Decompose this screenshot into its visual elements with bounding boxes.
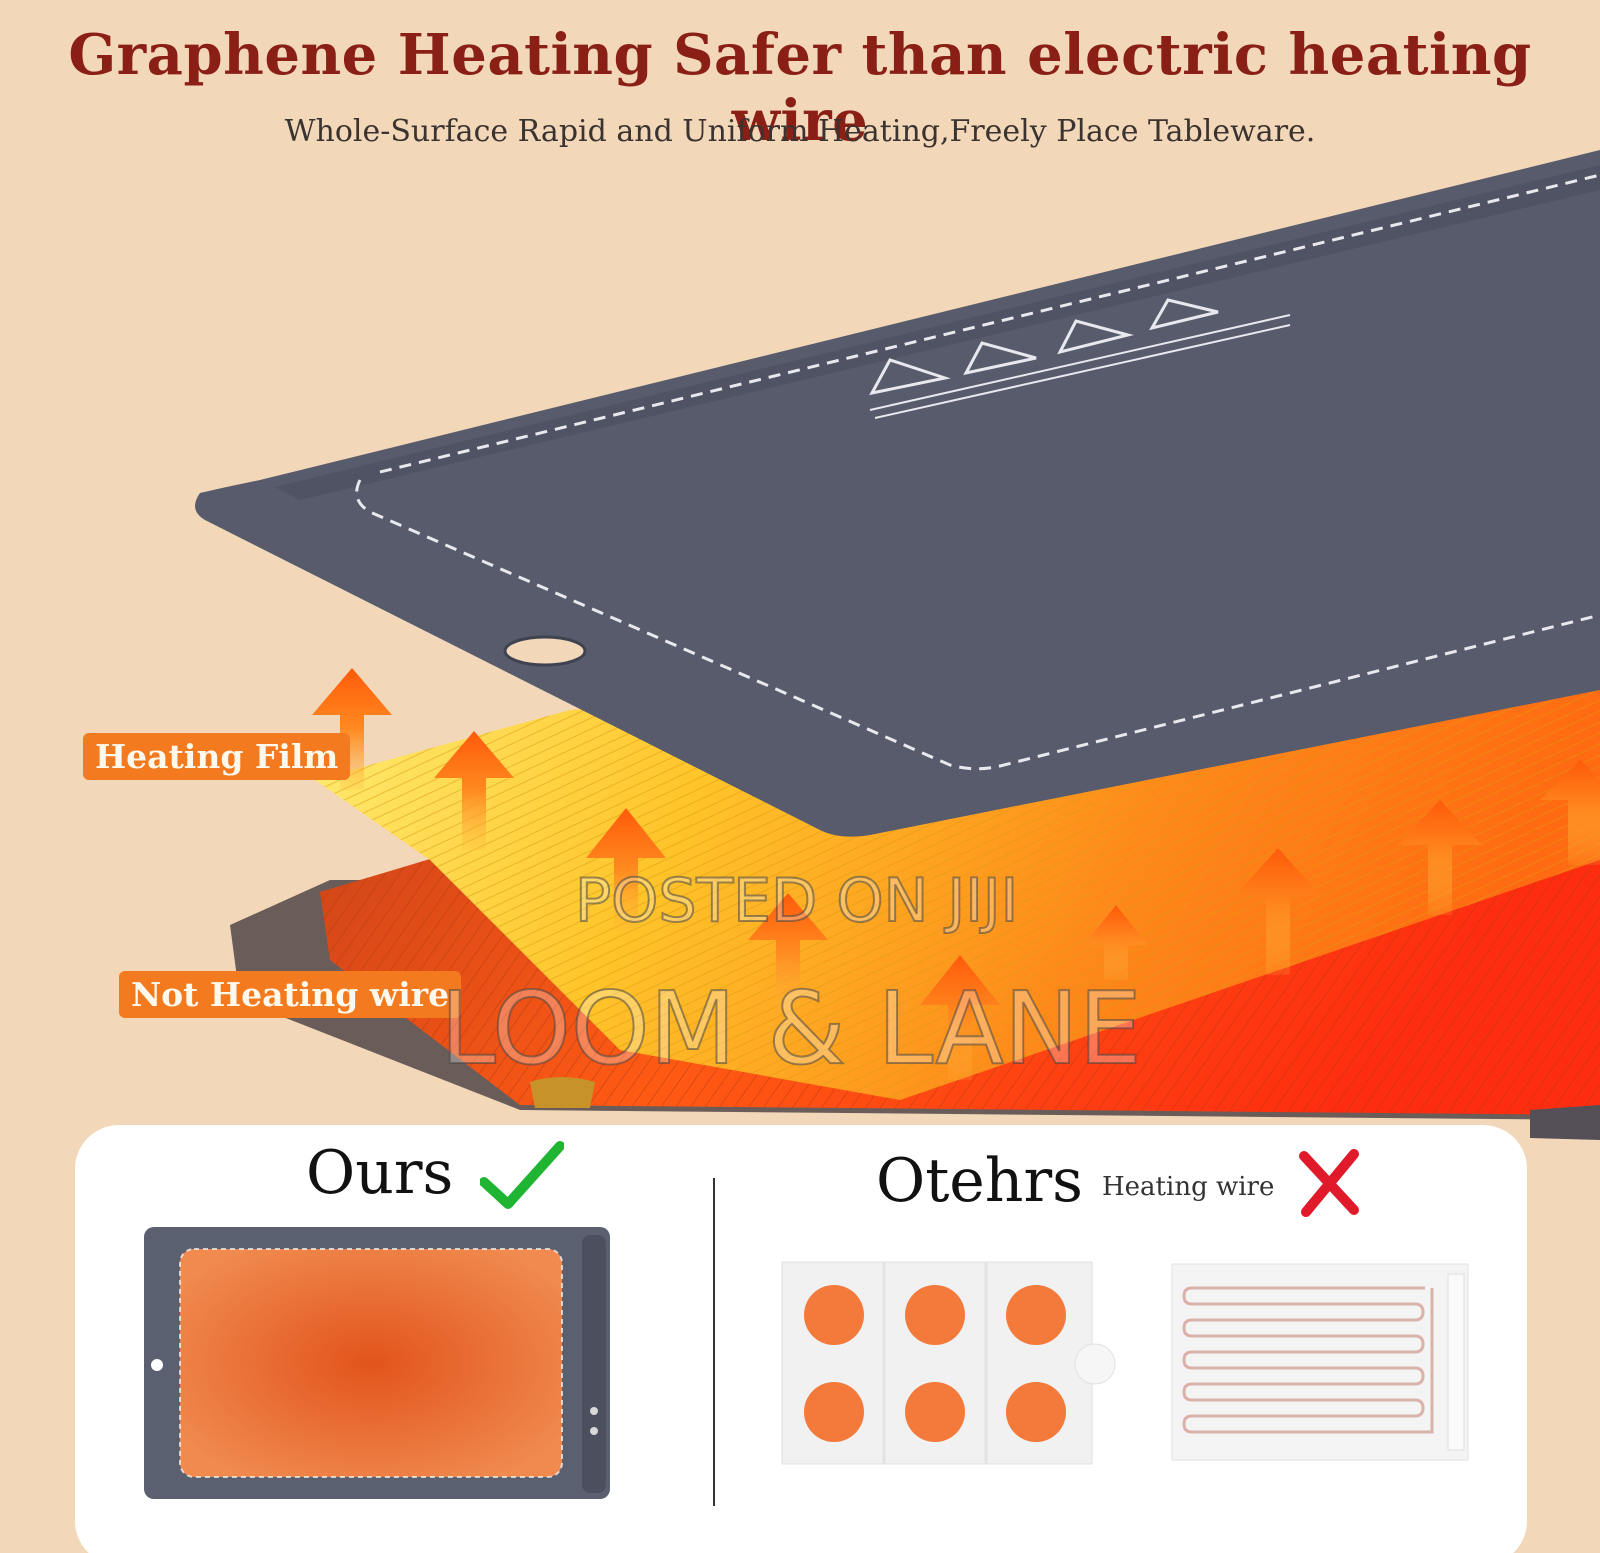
ours-heading: Ours xyxy=(306,1138,454,1208)
ours-graphene-pad xyxy=(144,1227,610,1499)
label-not-heating-wire: Not Heating wire xyxy=(119,971,462,1018)
others-heading: Otehrs xyxy=(876,1146,1083,1216)
others-note: Heating wire xyxy=(1102,1172,1275,1202)
heat-arrows xyxy=(312,668,1600,1080)
cross-icon xyxy=(1299,1149,1359,1217)
label-heating-film: Heating Film xyxy=(83,733,351,780)
others-wire-heater xyxy=(1171,1263,1469,1461)
check-icon xyxy=(480,1141,564,1209)
watermark-brand: LOOM & LANE xyxy=(439,969,1143,1088)
others-spot-heater xyxy=(781,1261,1116,1465)
warning-symbols xyxy=(869,298,1291,419)
subheadline: Whole-Surface Rapid and Uniform Heating,… xyxy=(284,114,1316,149)
headline: Graphene Heating Safer than electric hea… xyxy=(68,22,1532,154)
comparison-divider xyxy=(713,1178,715,1506)
hanging-hole xyxy=(503,635,587,667)
stitched-border xyxy=(355,173,1600,771)
watermark-posted: POSTED ON JIJI xyxy=(574,865,1019,937)
controller-knob xyxy=(530,1077,595,1108)
